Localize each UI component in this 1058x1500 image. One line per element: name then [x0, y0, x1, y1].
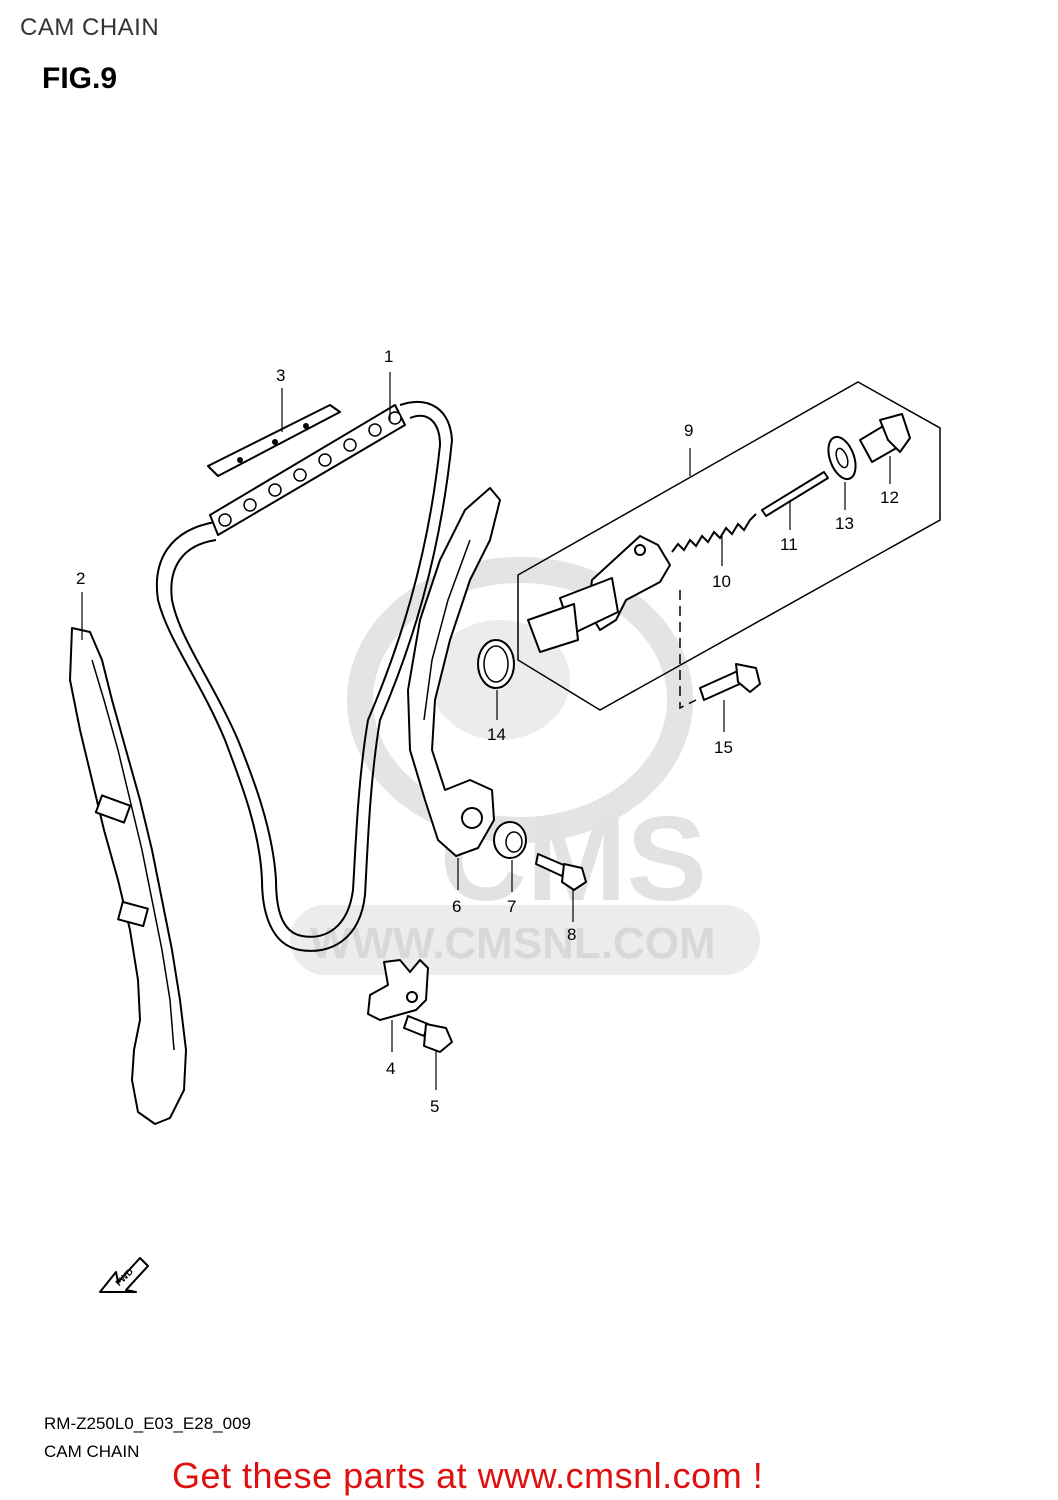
part-2-chain-guide — [69, 627, 187, 1125]
callout-13: 13 — [835, 514, 854, 533]
callout-11: 11 — [780, 535, 798, 554]
callout-1: 1 — [384, 347, 393, 366]
callout-labels: 1 2 3 4 5 6 7 8 9 10 11 12 13 14 15 — [76, 347, 899, 1116]
callout-2: 2 — [76, 569, 85, 588]
watermark-url-text: WWW.CMSNL.COM — [310, 919, 716, 968]
part-11-rod — [761, 471, 829, 517]
watermark: CMS WWW.CMSNL.COM — [290, 557, 760, 975]
callout-12: 12 — [880, 488, 899, 507]
leader-lines — [81, 372, 891, 1090]
part-6-tensioner-guide — [407, 487, 501, 857]
callout-9: 9 — [684, 421, 693, 440]
callout-10: 10 — [712, 572, 731, 591]
callout-7: 7 — [507, 897, 516, 916]
callout-6: 6 — [452, 897, 461, 916]
fwd-arrow-icon: FWD — [99, 1257, 149, 1293]
part-9-tensioner-assembly-box — [517, 381, 941, 711]
part-13-washer — [827, 435, 857, 481]
model-code: RM-Z250L0_E03_E28_009 — [44, 1414, 251, 1433]
figure-label: FIG.9 — [42, 62, 118, 95]
part-5-bolt — [403, 1015, 453, 1053]
part-15-bolt — [699, 663, 761, 701]
part-12-plug-bolt — [859, 413, 911, 463]
diagram-name: CAM CHAIN — [44, 1442, 140, 1461]
callout-3: 3 — [276, 366, 285, 385]
part-7-bushing — [493, 821, 527, 859]
part-1-cam-chain — [156, 400, 454, 952]
part-4-bracket — [367, 959, 429, 1021]
part-3-link-plate — [207, 404, 341, 477]
callout-4: 4 — [386, 1059, 395, 1078]
page-title: CAM CHAIN — [20, 14, 160, 41]
part-8-bolt — [535, 853, 587, 891]
part-14-o-ring — [477, 639, 515, 689]
callout-15: 15 — [714, 738, 733, 757]
part-10-spring — [671, 513, 757, 553]
promo-link[interactable]: Get these parts at www.cmsnl.com ! — [172, 1455, 764, 1496]
callout-5: 5 — [430, 1097, 439, 1116]
callout-14: 14 — [487, 725, 506, 744]
callout-8: 8 — [567, 925, 576, 944]
